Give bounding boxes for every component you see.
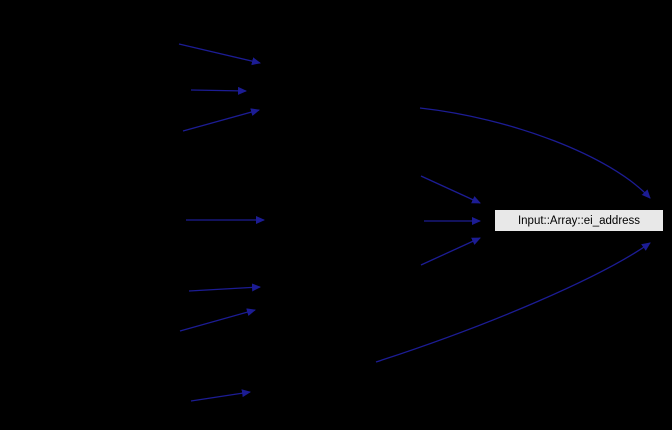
- edge-arrow: [190, 389, 251, 402]
- edge-arrow: [419, 107, 651, 199]
- edge-arrow: [188, 283, 261, 292]
- edge-arrow: [420, 237, 481, 266]
- edge-arrow: [375, 242, 651, 363]
- edge-arrow: [190, 86, 247, 95]
- node-input-array-ei-address[interactable]: Input::Array::ei_address: [494, 209, 664, 232]
- edge-arrow: [179, 308, 256, 332]
- edge-arrow: [178, 43, 261, 66]
- edge-arrow: [420, 175, 481, 204]
- edge-arrow: [182, 108, 260, 132]
